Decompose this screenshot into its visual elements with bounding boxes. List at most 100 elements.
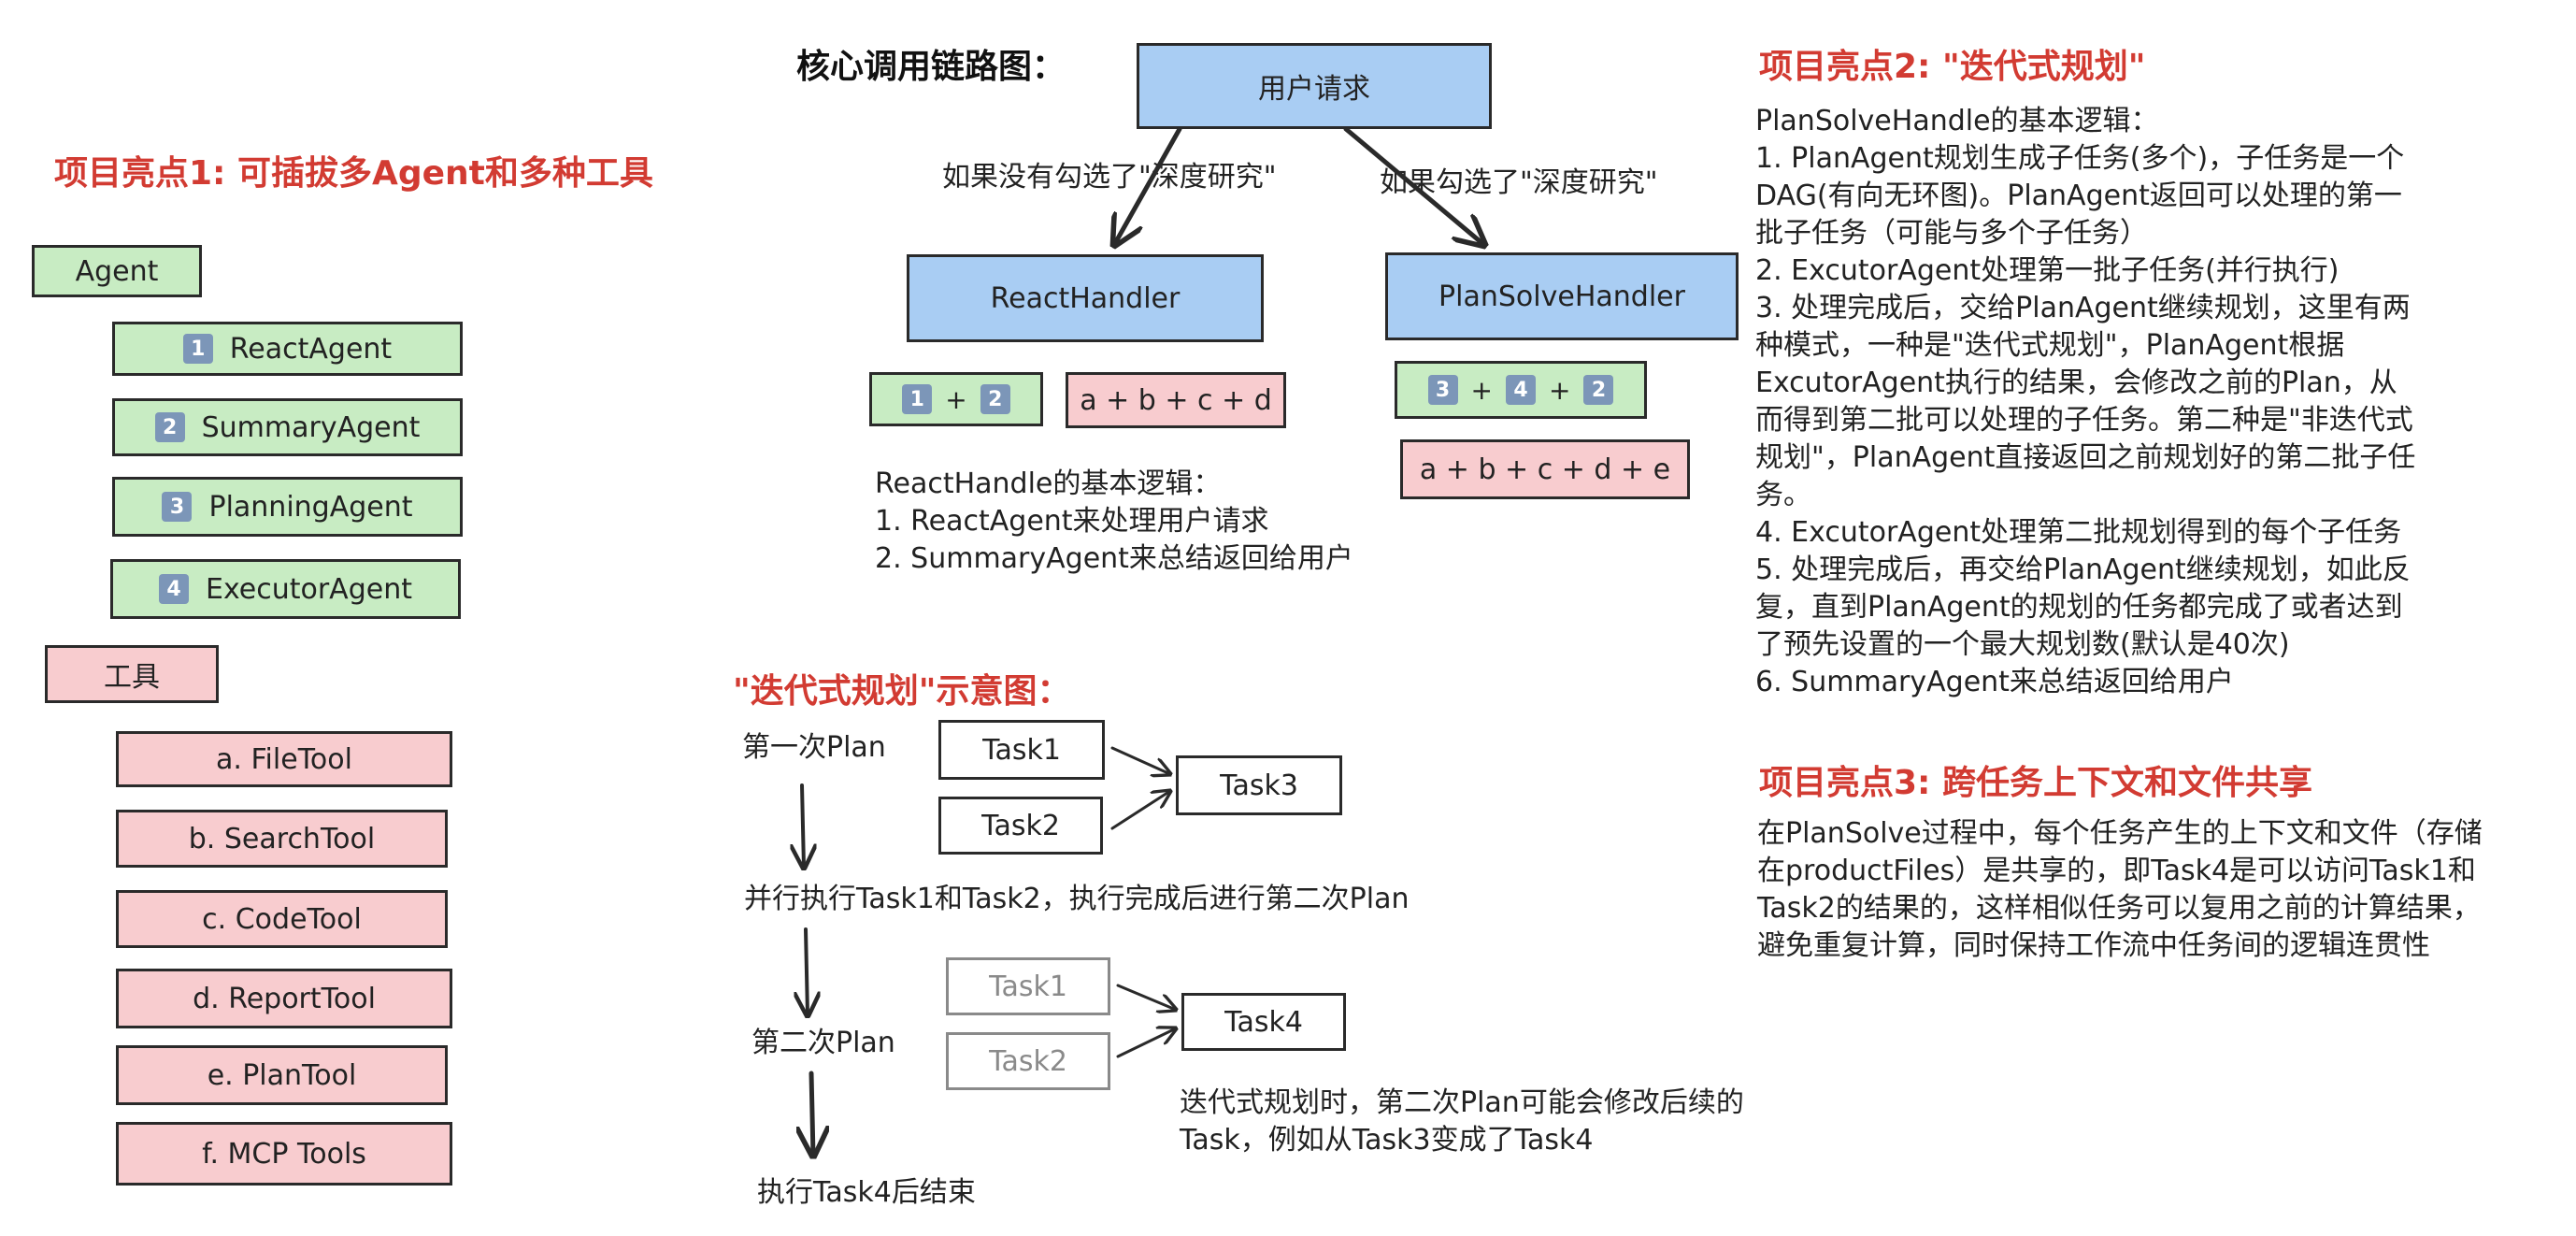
- task-label: Task1: [989, 970, 1067, 1003]
- logic-line: 3. 处理完成后，交给PlanAgent继续规划，这里有两: [1755, 292, 2411, 324]
- end-label: 执行Task4后结束: [757, 1176, 976, 1209]
- logic-line: 5. 处理完成后，再交给PlanAgent继续规划，如此反: [1755, 553, 2411, 586]
- parallel-exec-label: 并行执行Task1和Task2，执行完成后进行第二次Plan: [744, 883, 1410, 915]
- task-label: Task2: [981, 809, 1060, 842]
- arrow-to-plansolve-handler: [1343, 126, 1484, 245]
- react-logic-line: 1. ReactAgent来处理用户请求: [875, 505, 1269, 538]
- arrow-task1-to-task3: [1110, 746, 1170, 774]
- number-badge: 4: [1506, 375, 1536, 405]
- arrow-first-to-parallel: [802, 783, 804, 868]
- tool-name: f. MCP Tools: [202, 1137, 366, 1171]
- logic-line: DAG(有向无环图)。PlanAgent返回可以处理的第一: [1755, 180, 2402, 212]
- agent-group-label-text: Agent: [75, 254, 159, 288]
- agent-item-planning: 3 PlanningAgent: [112, 477, 463, 537]
- tool-item: b. SearchTool: [116, 810, 448, 868]
- plansolve-agents-combo: 3 + 4 + 2: [1395, 361, 1647, 419]
- plus-sign: +: [1470, 374, 1493, 406]
- agent-item-react: 1 ReactAgent: [112, 322, 463, 376]
- plansolve-handler-label: PlanSolveHandler: [1438, 280, 1685, 313]
- number-badge: 3: [1427, 375, 1458, 405]
- react-handler-box: ReactHandler: [907, 254, 1264, 342]
- context-share-text: 在PlanSolve过程中，每个任务产生的上下文和文件（存储 在productF…: [1757, 815, 2483, 965]
- logic-line: 复，直到PlanAgent的规划的任务都完成了或者达到: [1755, 591, 2403, 624]
- iterative-planning-title: "迭代式规划"示意图：: [733, 672, 1071, 711]
- tool-name: a. FileTool: [216, 742, 352, 776]
- tool-name: b. SearchTool: [188, 822, 376, 855]
- share-line: 在PlanSolve过程中，每个任务产生的上下文和文件（存储: [1757, 817, 2483, 850]
- number-badge: 2: [980, 384, 1010, 414]
- plus-sign: +: [1549, 374, 1571, 406]
- branch-label-no-deep: 如果没有勾选了"深度研究": [942, 161, 1277, 194]
- logic-line: PlanSolveHandle的基本逻辑：: [1755, 105, 2159, 137]
- agent-item-summary: 2 SummaryAgent: [112, 398, 463, 456]
- logic-line: 1. PlanAgent规划生成子任务(多个)，子任务是一个: [1755, 142, 2405, 175]
- tool-item: c. CodeTool: [116, 890, 448, 948]
- agent-name: PlanningAgent: [208, 490, 413, 524]
- task-label: Task1: [982, 733, 1061, 767]
- share-line: Task2的结果的，这样相似任务可以复用之前的计算结果，: [1757, 892, 2481, 925]
- tool-name: e. PlanTool: [207, 1058, 357, 1092]
- number-badge: 1: [902, 384, 933, 414]
- logic-line: 批子任务（可能与多个子任务）: [1755, 217, 2148, 250]
- logic-line: 了预先设置的一个最大规划数(默认是40次): [1755, 628, 2290, 661]
- react-logic-text: ReactHandle的基本逻辑： 1. ReactAgent来处理用户请求 2…: [875, 466, 1353, 578]
- react-logic-line: 2. SummaryAgent来总结返回给用户: [875, 542, 1353, 575]
- user-request-box: 用户请求: [1137, 43, 1492, 129]
- task-label: Task2: [989, 1044, 1067, 1078]
- logic-line: 而得到第二批可以处理的子任务。第二种是"非迭代式: [1755, 404, 2413, 437]
- task2-box: Task2: [938, 797, 1103, 855]
- arrow-task2b-to-task4: [1116, 1028, 1176, 1058]
- logic-line: ExcutorAgent执行的结果，会修改之前的Plan，从: [1755, 366, 2397, 399]
- highlight-3-heading: 项目亮点3: 跨任务上下文和文件共享: [1759, 764, 2312, 802]
- task2-box-faded: Task2: [946, 1032, 1110, 1090]
- task1-box-faded: Task1: [946, 957, 1110, 1015]
- user-request-label: 用户请求: [1258, 73, 1370, 106]
- logic-line: 4. ExcutorAgent处理第二批规划得到的每个子任务: [1755, 516, 2402, 549]
- tool-name: c. CodeTool: [202, 902, 362, 936]
- logic-line: 务。: [1755, 479, 1811, 511]
- highlight-2-heading: 项目亮点2: "迭代式规划": [1759, 48, 2146, 86]
- plansolve-tools-text: a + b + c + d + e: [1419, 453, 1671, 486]
- task1-box: Task1: [938, 720, 1105, 780]
- arrow-second-to-end: [811, 1071, 813, 1156]
- task4-box: Task4: [1181, 993, 1346, 1051]
- iteration-note-line: Task，例如从Task3变成了Task4: [1180, 1124, 1594, 1157]
- plansolve-handler-box: PlanSolveHandler: [1385, 252, 1739, 340]
- tool-name: d. ReportTool: [193, 982, 376, 1015]
- agent-name: ReactAgent: [229, 332, 393, 366]
- plus-sign: +: [945, 383, 967, 415]
- react-tools-text: a + b + c + d: [1080, 383, 1272, 417]
- tool-item: f. MCP Tools: [116, 1122, 452, 1186]
- task-label: Task3: [1220, 769, 1298, 802]
- agent-item-executor: 4 ExecutorAgent: [110, 559, 461, 619]
- number-badge: 3: [162, 492, 193, 522]
- second-plan-label: 第二次Plan: [751, 1027, 895, 1059]
- tool-item: e. PlanTool: [116, 1045, 448, 1105]
- agent-name: SummaryAgent: [201, 410, 421, 444]
- share-line: 在productFiles）是共享的，即Task4是可以访问Task1和: [1757, 855, 2476, 887]
- tool-item: a. FileTool: [116, 731, 452, 787]
- logic-line: 规划"，PlanAgent直接返回之前规划好的第二批子任: [1755, 441, 2416, 474]
- arrow-task2-to-task3: [1110, 791, 1170, 830]
- react-handler-label: ReactHandler: [990, 281, 1181, 315]
- react-tools-combo: a + b + c + d: [1066, 372, 1286, 428]
- iteration-note: 迭代式规划时，第二次Plan可能会修改后续的 Task，例如从Task3变成了T…: [1180, 1085, 1744, 1159]
- react-logic-line: ReactHandle的基本逻辑：: [875, 467, 1222, 500]
- logic-line: 2. ExcutorAgent处理第一批子任务(并行执行): [1755, 254, 2340, 287]
- logic-line: 种模式，一种是"迭代式规划"，PlanAgent根据: [1755, 329, 2345, 362]
- first-plan-label: 第一次Plan: [742, 731, 886, 764]
- arrow-task1b-to-task4: [1116, 984, 1176, 1010]
- number-badge: 1: [182, 334, 213, 364]
- share-line: 避免重复计算，同时保持工作流中任务间的逻辑连贯性: [1757, 929, 2430, 962]
- call-chain-title: 核心调用链路图：: [796, 48, 1066, 86]
- agent-group-label: Agent: [32, 245, 202, 297]
- plansolve-tools-combo: a + b + c + d + e: [1400, 439, 1690, 499]
- arrow-to-react-handler: [1114, 126, 1182, 245]
- highlight-1-heading: 项目亮点1: 可插拔多Agent和多种工具: [54, 154, 653, 193]
- tools-group-label: 工具: [45, 645, 219, 703]
- number-badge: 2: [1583, 375, 1614, 405]
- tool-item: d. ReportTool: [116, 969, 452, 1028]
- logic-line: 6. SummaryAgent来总结返回给用户: [1755, 666, 2234, 698]
- tools-group-label-text: 工具: [104, 661, 160, 694]
